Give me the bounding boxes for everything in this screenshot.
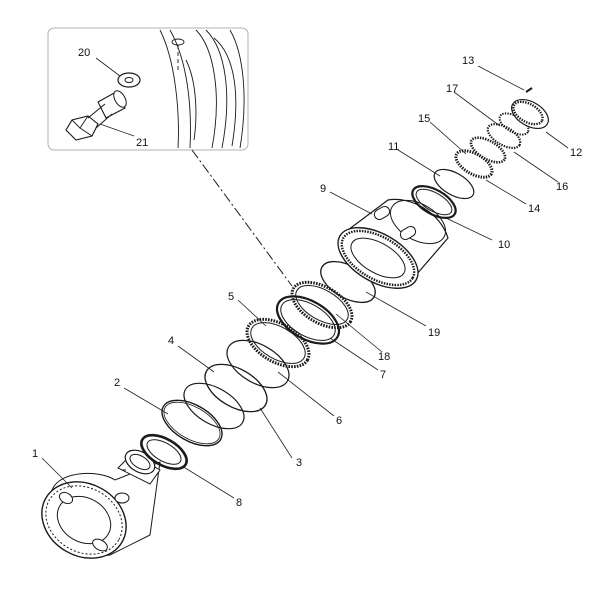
callout-10: 10 bbox=[498, 239, 510, 251]
leader-lines bbox=[41, 65, 569, 499]
detail-inset bbox=[47, 27, 249, 151]
disc-part-18 bbox=[290, 280, 354, 330]
ring-part-10 bbox=[411, 185, 457, 219]
callout-9: 9 bbox=[320, 183, 326, 195]
callout-16: 16 bbox=[556, 181, 568, 193]
ring-part-2 bbox=[161, 399, 223, 447]
callout-14: 14 bbox=[528, 203, 540, 215]
callout-3: 3 bbox=[296, 457, 302, 469]
washer-part-15 bbox=[469, 136, 507, 164]
bearing-race-part-14 bbox=[454, 149, 494, 179]
callout-8: 8 bbox=[236, 497, 242, 509]
drum-housing-part-9 bbox=[337, 198, 449, 289]
callout-5: 5 bbox=[228, 291, 234, 303]
plate-part-7 bbox=[275, 295, 341, 345]
callout-4: 4 bbox=[168, 335, 174, 347]
callout-21: 21 bbox=[136, 137, 148, 149]
callout-17: 17 bbox=[446, 83, 458, 95]
callout-20: 20 bbox=[78, 47, 90, 59]
bolt-part-21 bbox=[65, 90, 127, 141]
nut-part-12 bbox=[511, 98, 549, 130]
pin-part-13 bbox=[525, 87, 533, 93]
callout-7: 7 bbox=[380, 369, 386, 381]
hub-part-1 bbox=[41, 449, 161, 559]
washer-part-16 bbox=[486, 122, 522, 150]
disc-part-6 bbox=[226, 339, 290, 389]
callout-19: 19 bbox=[428, 327, 440, 339]
ring-part-11 bbox=[433, 168, 475, 200]
ring-part-3 bbox=[204, 363, 268, 413]
callout-6: 6 bbox=[336, 415, 342, 427]
callout-2: 2 bbox=[114, 377, 120, 389]
ring-part-8 bbox=[140, 433, 188, 471]
callout-13: 13 bbox=[462, 55, 474, 67]
washer-part-20 bbox=[117, 72, 141, 88]
inset-housing bbox=[159, 29, 245, 149]
callout-12: 12 bbox=[570, 147, 582, 159]
callout-15: 15 bbox=[418, 113, 430, 125]
callout-1: 1 bbox=[32, 448, 38, 460]
callout-11: 11 bbox=[388, 141, 399, 153]
friction-disc-part-5 bbox=[245, 317, 311, 369]
ring-part-4 bbox=[183, 382, 245, 430]
callout-18: 18 bbox=[378, 351, 390, 363]
assembly-centerline bbox=[191, 149, 293, 287]
callout-labels: 1 2 3 4 5 6 7 8 9 10 11 12 13 14 15 16 1… bbox=[32, 47, 582, 509]
